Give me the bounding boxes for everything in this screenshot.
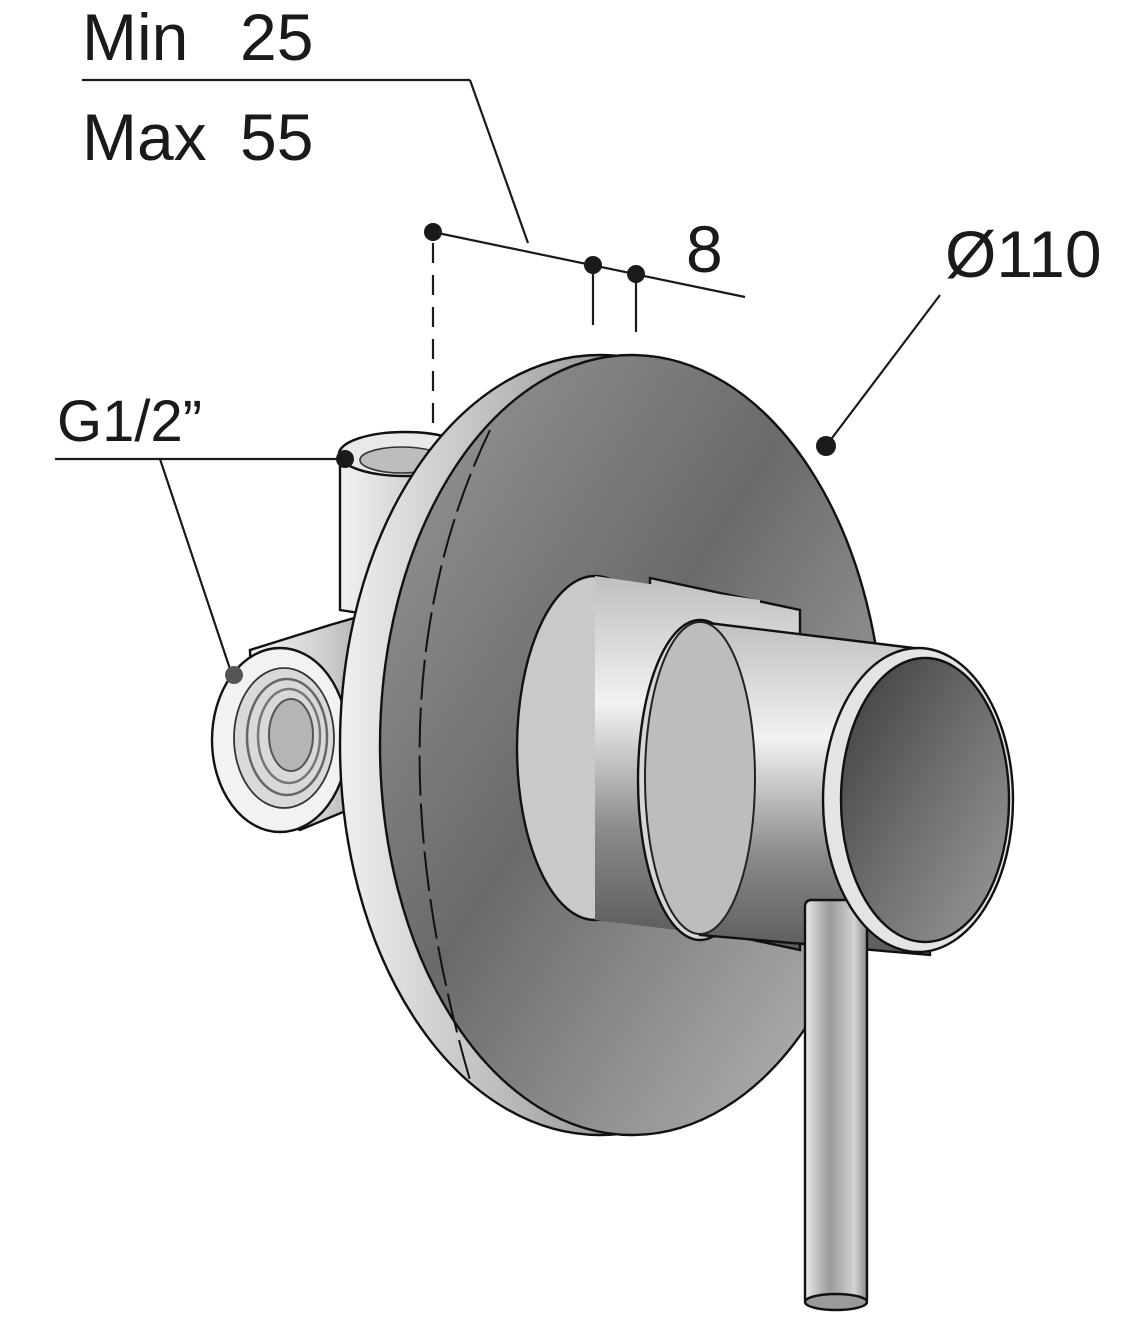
- min-value: 25: [240, 0, 313, 74]
- side-inlet-bore: [268, 698, 314, 772]
- diameter-leader-line: [825, 294, 941, 447]
- diameter-value: Ø110: [945, 217, 1102, 291]
- lever-stem: [803, 898, 869, 1307]
- plate-edge-highlight: [418, 429, 491, 1081]
- depth-start-dot: [424, 223, 442, 241]
- thickness-dot-left: [584, 256, 602, 274]
- min-label: Min: [82, 0, 188, 74]
- thread-size-label: G1/2”: [57, 389, 202, 454]
- thickness-value: 8: [686, 212, 723, 286]
- thread-dot-top-outlet: [336, 450, 354, 468]
- side-inlet-thread-ring-2: [256, 687, 322, 785]
- max-value: 55: [240, 100, 313, 174]
- thickness-dot-right: [627, 265, 645, 283]
- thread-dimension: G1/2”: [55, 389, 354, 684]
- depth-dimension: Min 25 Max 55: [82, 0, 746, 455]
- max-label: Max: [82, 100, 207, 174]
- plate-thickness-dimension: 8: [584, 212, 723, 332]
- diameter-dimension: Ø110: [816, 217, 1102, 456]
- handle-assembly: [515, 574, 1015, 1312]
- thread-dot-side-inlet: [225, 666, 243, 684]
- knob-back-edge: [644, 621, 756, 935]
- side-inlet-thread-ring-1: [245, 677, 329, 797]
- diameter-dot: [816, 436, 836, 456]
- depth-leader-line: [468, 79, 530, 244]
- lever-tip: [803, 1292, 869, 1312]
- knob-front-cap: [839, 656, 1011, 944]
- thread-leader-line: [158, 458, 234, 676]
